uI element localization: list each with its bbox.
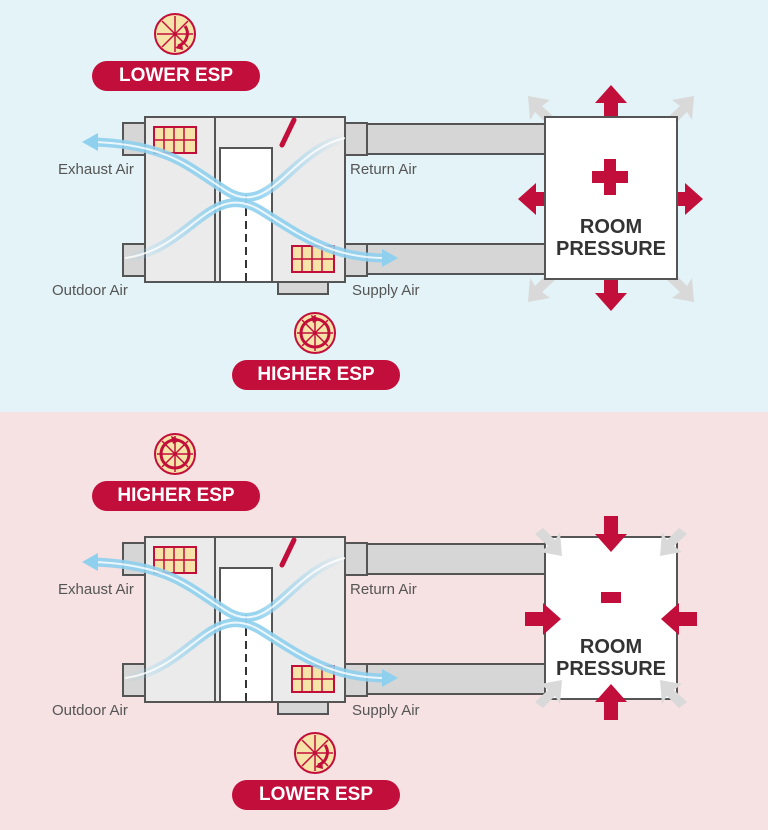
top-esp-badge: HIGHER ESP [92, 481, 260, 511]
exhaust-airflow-inner [94, 137, 346, 199]
room-arrow-corner-br [667, 274, 694, 302]
exhaust-air-label: Exhaust Air [58, 581, 134, 598]
room-arrow-right [525, 603, 561, 635]
outdoor-air-label: Outdoor Air [52, 282, 128, 299]
exhaust-filter [153, 126, 197, 154]
bottom-esp-badge: HIGHER ESP [232, 360, 400, 390]
room-outward-arrows [518, 85, 703, 311]
return-duct [364, 543, 546, 575]
room-box [544, 116, 678, 280]
bottom-esp-badge: LOWER ESP [232, 780, 400, 810]
supply-airflow-inner [124, 621, 386, 679]
fan-icon [154, 13, 196, 55]
room-label-line2: PRESSURE [555, 238, 667, 260]
outdoor-air-label: Outdoor Air [52, 702, 128, 719]
supply-airflow-inner [124, 201, 386, 259]
fan-icon [294, 732, 336, 774]
negative-pressure-drawing [82, 433, 697, 774]
room-arrow-corner-tl [535, 528, 562, 556]
drain-tray [277, 281, 329, 295]
room-arrow-down [595, 278, 627, 311]
supply-arrowhead [382, 669, 398, 687]
room-pressure-label: ROOM PRESSURE [545, 636, 677, 680]
supply-air-label: Supply Air [352, 282, 420, 299]
fan-icon [294, 312, 336, 354]
room-inward-arrows [525, 516, 697, 720]
room-pressure-label: ROOM PRESSURE [545, 216, 677, 260]
return-air-label: Return Air [350, 161, 417, 178]
room-label-line1: ROOM [579, 216, 643, 238]
drain-tray [277, 701, 329, 715]
return-duct [364, 123, 546, 155]
supply-air-label: Supply Air [352, 702, 420, 719]
room-label-line1: ROOM [579, 636, 643, 658]
exhaust-air-label: Exhaust Air [58, 161, 134, 178]
room-arrow-corner-bl [535, 680, 562, 708]
room-arrow-corner-tr [660, 528, 687, 556]
negative-pressure-panel: HIGHER ESP LOWER ESP Exhaust Air Return … [0, 412, 768, 830]
room-arrow-right [673, 183, 703, 215]
positive-pressure-drawing [82, 13, 703, 354]
room-arrow-corner-bl [528, 274, 555, 302]
exhaust-arrowhead [82, 553, 98, 571]
return-air-label: Return Air [350, 581, 417, 598]
room-arrow-corner-br [660, 680, 687, 708]
fan-icon [154, 433, 196, 475]
room-arrow-up [595, 85, 627, 118]
positive-sign [592, 159, 628, 195]
room-arrow-up [595, 684, 627, 720]
exhaust-filter [153, 546, 197, 574]
exhaust-arrowhead [82, 133, 98, 151]
room-arrow-left [661, 603, 697, 635]
damper [279, 537, 297, 568]
top-esp-badge: LOWER ESP [92, 61, 260, 91]
supply-arrowhead [382, 249, 398, 267]
room-label-line2: PRESSURE [555, 658, 667, 680]
damper [279, 117, 297, 148]
negative-sign [601, 592, 621, 603]
room-arrow-left [518, 183, 548, 215]
exhaust-airflow-inner [94, 557, 346, 619]
positive-pressure-panel: LOWER ESP HIGHER ESP Exhaust Air Return … [0, 0, 768, 412]
room-arrow-down [595, 516, 627, 552]
